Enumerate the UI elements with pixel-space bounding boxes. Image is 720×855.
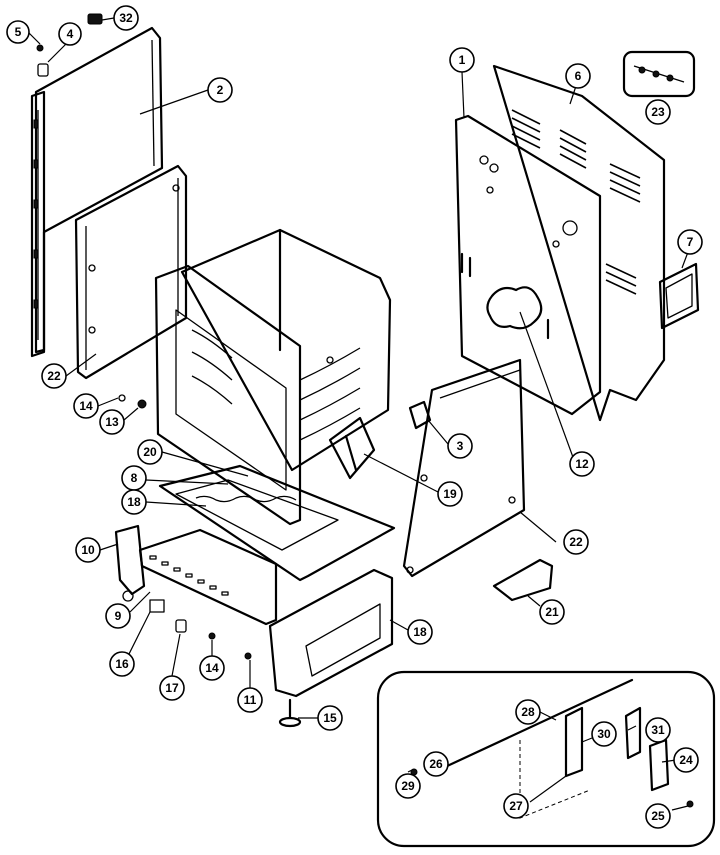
callout-3[interactable]: 3 (447, 433, 473, 459)
kickplate-part-18 (268, 568, 394, 698)
back-panel-part-6 (492, 64, 666, 422)
callout-6[interactable]: 6 (565, 63, 591, 89)
callout-22-door[interactable]: 22 (41, 363, 67, 389)
callout-2[interactable]: 2 (207, 77, 233, 103)
svg-text:30: 30 (597, 727, 611, 741)
callout-23[interactable]: 23 (645, 99, 671, 125)
callout-14-top[interactable]: 14 (73, 393, 99, 419)
back-vents (511, 109, 641, 295)
callout-15[interactable]: 15 (317, 705, 343, 731)
svg-text:1: 1 (459, 53, 466, 67)
callout-4[interactable]: 4 (58, 22, 82, 46)
svg-text:12: 12 (575, 457, 589, 471)
door-hinge-parts (36, 13, 147, 409)
callout-1[interactable]: 1 (449, 47, 475, 73)
svg-text:10: 10 (81, 543, 95, 557)
callout-18-panel[interactable]: 18 (121, 489, 147, 515)
callout-24[interactable]: 24 (673, 747, 699, 773)
svg-text:32: 32 (119, 11, 133, 25)
part-7-frame (658, 262, 700, 330)
svg-text:8: 8 (131, 471, 138, 485)
callout-7[interactable]: 7 (677, 229, 703, 255)
svg-text:14: 14 (205, 661, 219, 675)
callout-12[interactable]: 12 (569, 451, 595, 477)
front-frame-part-9 (138, 528, 278, 626)
callout-30[interactable]: 30 (591, 721, 617, 747)
side-panel-part-22 (402, 358, 526, 578)
svg-text:2: 2 (217, 83, 224, 97)
svg-text:23: 23 (651, 105, 665, 119)
svg-text:19: 19 (443, 487, 457, 501)
callout-26[interactable]: 26 (423, 751, 449, 777)
svg-text:9: 9 (115, 609, 122, 623)
callout-21[interactable]: 21 (539, 599, 565, 625)
door-frame-part-2 (30, 26, 164, 358)
callout-31[interactable]: 31 (645, 717, 671, 743)
svg-text:28: 28 (521, 705, 535, 719)
callout-28[interactable]: 28 (515, 699, 541, 725)
side-bracket-part-10 (114, 524, 146, 602)
svg-text:7: 7 (687, 235, 694, 249)
callout-25[interactable]: 25 (645, 803, 671, 829)
svg-text:5: 5 (15, 25, 22, 39)
svg-text:25: 25 (651, 809, 665, 823)
svg-text:4: 4 (67, 27, 74, 41)
callout-18-kick[interactable]: 18 (407, 619, 433, 645)
svg-text:18: 18 (127, 495, 141, 509)
small-hardware-bottom (149, 599, 302, 728)
svg-text:15: 15 (323, 711, 337, 725)
callout-16[interactable]: 16 (109, 651, 135, 677)
callout-32[interactable]: 32 (113, 5, 139, 31)
svg-text:16: 16 (115, 657, 129, 671)
callout-5[interactable]: 5 (6, 20, 30, 44)
leader-lines (27, 17, 689, 811)
callout-10[interactable]: 10 (75, 537, 101, 563)
svg-text:13: 13 (105, 415, 119, 429)
svg-text:22: 22 (47, 369, 61, 383)
bracket-part-19 (328, 416, 376, 480)
back-inner-panel-part-1 (454, 114, 602, 416)
callout-20[interactable]: 20 (137, 439, 163, 465)
inset-detail-box (376, 670, 716, 848)
callout-14-bottom[interactable]: 14 (199, 655, 225, 681)
svg-text:22: 22 (569, 535, 583, 549)
callout-27[interactable]: 27 (503, 793, 529, 819)
svg-text:26: 26 (429, 757, 443, 771)
callout-8[interactable]: 8 (121, 465, 147, 491)
callout-17[interactable]: 17 (159, 675, 185, 701)
oven-cavity (154, 228, 392, 526)
svg-text:11: 11 (244, 693, 257, 707)
svg-text:14: 14 (79, 399, 93, 413)
bracket-part-21 (492, 558, 554, 602)
part-23-box (622, 50, 696, 98)
svg-text:29: 29 (401, 779, 415, 793)
svg-text:6: 6 (575, 69, 582, 83)
svg-text:20: 20 (143, 445, 157, 459)
svg-text:31: 31 (651, 723, 665, 737)
svg-text:24: 24 (679, 753, 693, 767)
svg-text:3: 3 (457, 439, 464, 453)
callout-11[interactable]: 11 (237, 687, 263, 713)
svg-text:17: 17 (165, 681, 179, 695)
svg-text:27: 27 (509, 799, 523, 813)
callout-13[interactable]: 13 (99, 409, 125, 435)
callout-29[interactable]: 29 (395, 773, 421, 799)
callout-9[interactable]: 9 (105, 603, 131, 629)
svg-text:21: 21 (545, 605, 559, 619)
callout-22-side[interactable]: 22 (563, 529, 589, 555)
svg-text:18: 18 (413, 625, 427, 639)
bracket-part-3 (408, 400, 432, 430)
callout-19[interactable]: 19 (437, 481, 463, 507)
door-inner-panel-part-22 (74, 164, 188, 380)
